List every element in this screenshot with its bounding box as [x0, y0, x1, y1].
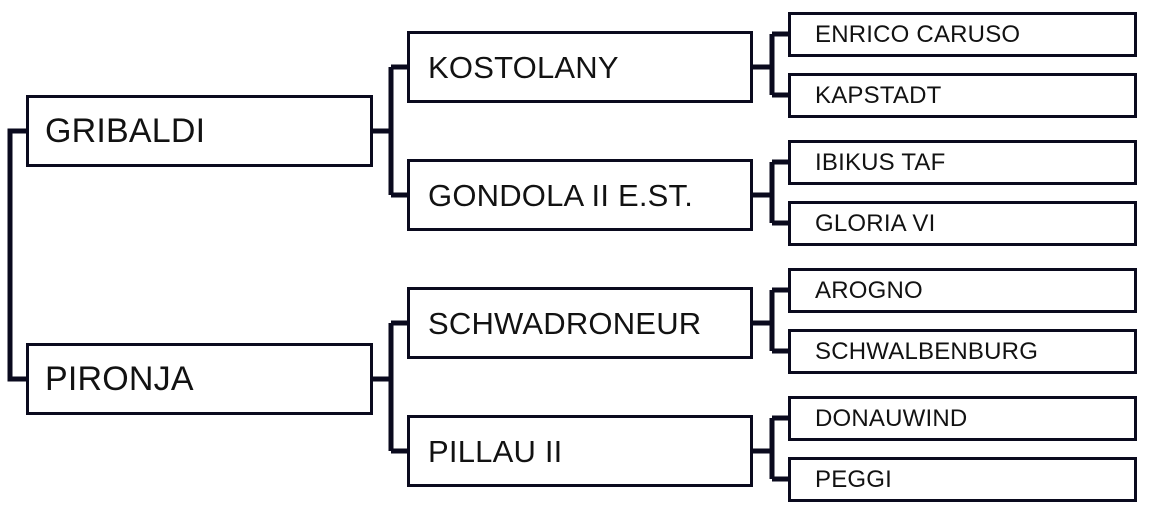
pedigree-node-g3-0[interactable]: ENRICO CARUSO: [788, 12, 1137, 57]
pedigree-node-label: PIRONJA: [45, 360, 194, 398]
pedigree-node-g3-4[interactable]: AROGNO: [788, 268, 1137, 313]
pedigree-node-label: KOSTOLANY: [428, 49, 619, 85]
pedigree-node-label: GLORIA VI: [815, 209, 936, 237]
pedigree-node-g2-2[interactable]: SCHWADRONEUR: [407, 287, 753, 359]
pedigree-node-g2-1[interactable]: GONDOLA II E.ST.: [407, 159, 753, 231]
pedigree-node-label: IBIKUS TAF: [815, 148, 946, 176]
pedigree-node-label: ENRICO CARUSO: [815, 20, 1021, 48]
pedigree-node-label: PILLAU II: [428, 433, 563, 469]
pedigree-node-g3-1[interactable]: KAPSTADT: [788, 73, 1137, 118]
pedigree-node-label: KAPSTADT: [815, 81, 942, 109]
pedigree-node-label: AROGNO: [815, 276, 923, 304]
pedigree-node-label: SCHWADRONEUR: [428, 305, 702, 341]
pedigree-node-label: GRIBALDI: [45, 112, 206, 150]
pedigree-node-g3-3[interactable]: GLORIA VI: [788, 201, 1137, 246]
pedigree-node-g3-7[interactable]: PEGGI: [788, 457, 1137, 502]
pedigree-node-label: DONAUWIND: [815, 404, 968, 432]
pedigree-node-g2-0[interactable]: KOSTOLANY: [407, 31, 753, 103]
pedigree-node-g2-3[interactable]: PILLAU II: [407, 415, 753, 487]
connector-root-bracket: [7, 128, 26, 382]
pedigree-node-g1-0[interactable]: GRIBALDI: [26, 95, 373, 167]
pedigree-node-g3-2[interactable]: IBIKUS TAF: [788, 140, 1137, 185]
pedigree-node-label: GONDOLA II E.ST.: [428, 177, 694, 213]
pedigree-node-g3-6[interactable]: DONAUWIND: [788, 396, 1137, 441]
pedigree-node-label: SCHWALBENBURG: [815, 337, 1039, 365]
pedigree-node-g1-1[interactable]: PIRONJA: [26, 343, 373, 415]
pedigree-node-label: PEGGI: [815, 465, 893, 493]
pedigree-node-g3-5[interactable]: SCHWALBENBURG: [788, 329, 1137, 374]
